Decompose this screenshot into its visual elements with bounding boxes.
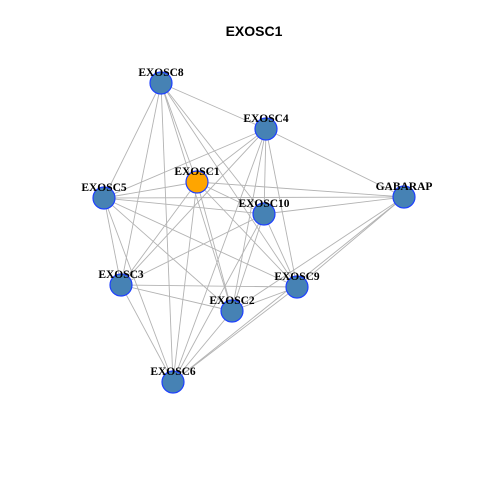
- node-exosc8: [149, 71, 173, 95]
- node-label-exosc3: EXOSC3: [98, 269, 144, 281]
- edge-exosc1-exosc5: [103, 181, 198, 199]
- edge-exosc4-exosc2: [231, 128, 267, 312]
- node-gabarap: [392, 185, 416, 209]
- edge-exosc8-exosc9: [160, 82, 298, 288]
- edge-exosc5-exosc10: [103, 197, 265, 215]
- node-label-exosc2: EXOSC2: [209, 295, 255, 307]
- node-exosc6: [161, 370, 185, 394]
- node-exosc2: [220, 299, 244, 323]
- edge-exosc3-exosc6: [120, 284, 174, 383]
- edge-exosc8-exosc10: [160, 82, 265, 215]
- edge-exosc10-exosc3: [120, 213, 265, 286]
- node-exosc4: [254, 117, 278, 141]
- edge-exosc8-exosc4: [160, 82, 267, 130]
- node-exosc9: [285, 275, 309, 299]
- edge-exosc8-exosc5: [103, 82, 162, 199]
- edge-layer: [103, 82, 405, 383]
- edge-exosc5-gabarap: [103, 196, 405, 199]
- graph-title: EXOSC1: [226, 23, 283, 39]
- edge-exosc5-exosc9: [103, 197, 298, 288]
- node-label-exosc6: EXOSC6: [150, 366, 196, 378]
- node-exosc10: [252, 202, 276, 226]
- edge-exosc1-exosc9: [196, 181, 298, 288]
- edge-exosc1-exosc3: [120, 181, 198, 286]
- node-label-exosc8: EXOSC8: [138, 67, 184, 79]
- edge-exosc8-exosc2: [160, 82, 233, 312]
- edge-exosc8-exosc1: [160, 82, 198, 183]
- edge-exosc5-exosc6: [103, 197, 174, 383]
- edge-exosc3-exosc9: [120, 284, 298, 288]
- edge-exosc3-exosc2: [120, 284, 233, 312]
- edge-exosc10-exosc6: [172, 213, 265, 383]
- edge-exosc10-exosc2: [231, 213, 265, 312]
- edge-exosc5-exosc3: [103, 197, 122, 286]
- node-label-exosc4: EXOSC4: [243, 113, 289, 125]
- node-exosc5: [92, 186, 116, 210]
- edge-gabarap-exosc9: [296, 196, 405, 288]
- node-layer: [92, 71, 416, 394]
- node-exosc1: [185, 170, 209, 194]
- edge-exosc8-exosc3: [120, 82, 162, 286]
- node-label-exosc5: EXOSC5: [81, 182, 127, 194]
- edge-exosc1-exosc2: [196, 181, 233, 312]
- node-label-exosc10: EXOSC10: [238, 198, 289, 210]
- edge-exosc4-exosc10: [263, 128, 267, 215]
- edge-gabarap-exosc2: [231, 196, 405, 312]
- edge-exosc4-gabarap: [265, 128, 405, 198]
- node-label-exosc1: EXOSC1: [174, 166, 220, 178]
- edge-exosc1-exosc6: [172, 181, 198, 383]
- edge-exosc4-exosc6: [172, 128, 267, 383]
- edge-exosc4-exosc1: [196, 128, 267, 183]
- edge-exosc4-exosc9: [265, 128, 298, 288]
- edge-gabarap-exosc10: [263, 196, 405, 215]
- node-label-exosc9: EXOSC9: [274, 271, 320, 283]
- edge-exosc10-exosc9: [263, 213, 298, 288]
- edge-exosc9-exosc6: [172, 286, 298, 383]
- node-label-gabarap: GABARAP: [376, 181, 433, 193]
- edge-exosc1-gabarap: [196, 181, 405, 198]
- edge-exosc8-exosc6: [160, 82, 174, 383]
- edge-exosc2-exosc6: [172, 310, 233, 383]
- edge-exosc5-exosc2: [103, 197, 233, 312]
- node-exosc3: [109, 273, 133, 297]
- edge-exosc4-exosc5: [103, 128, 267, 199]
